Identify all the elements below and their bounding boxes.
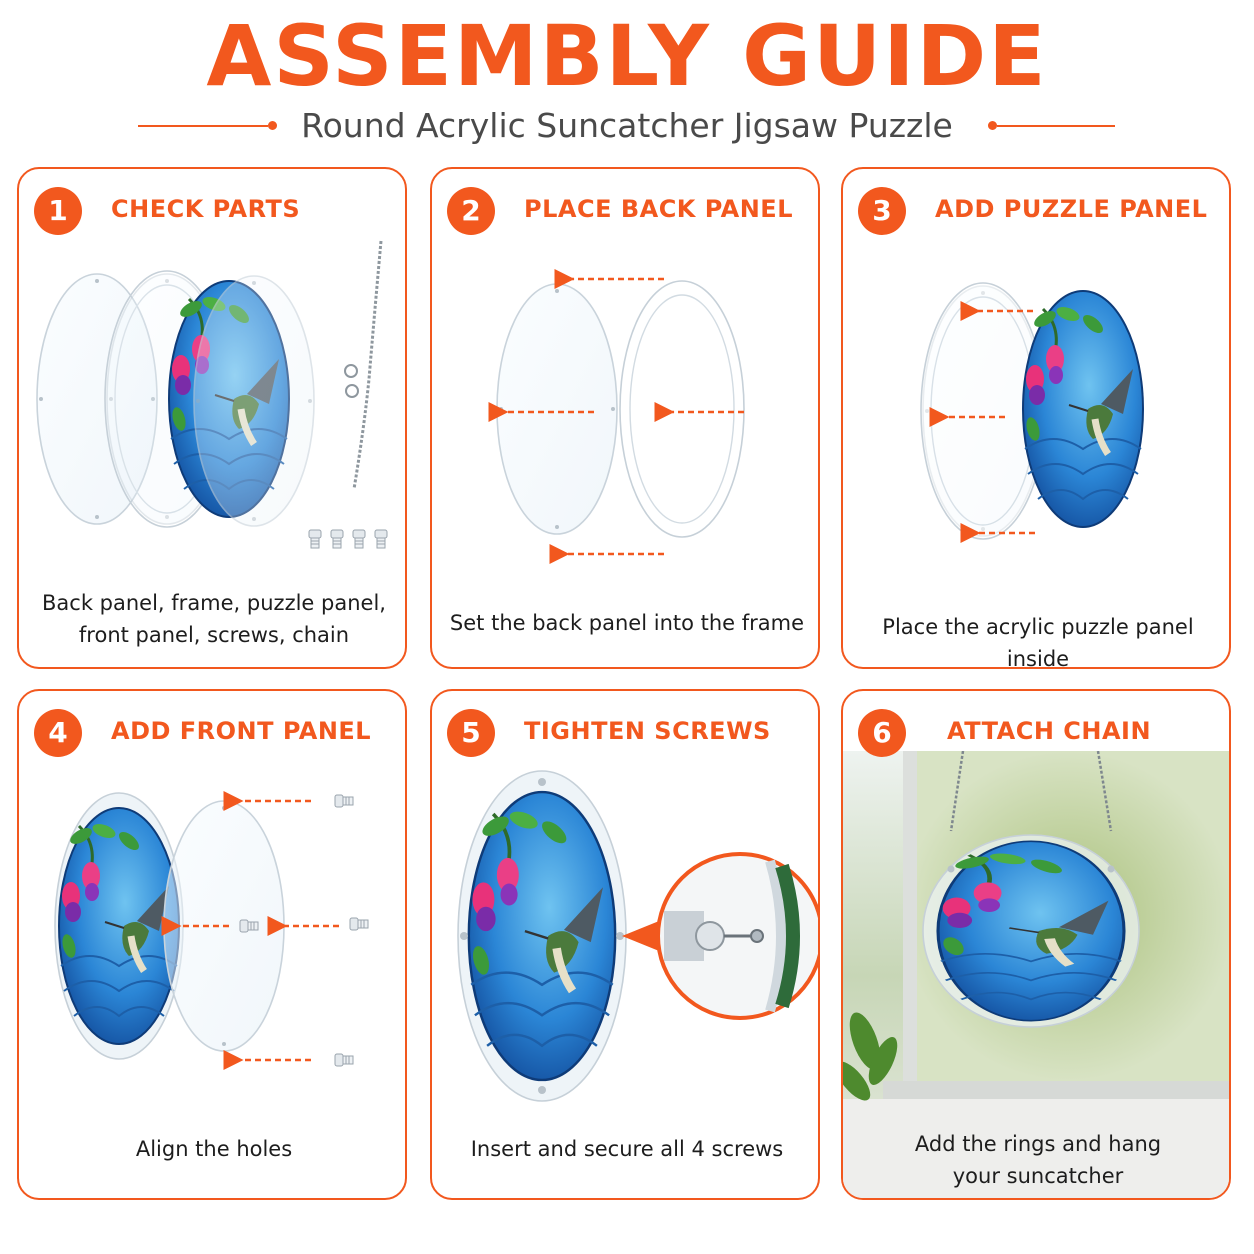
step-title: PLACE BACK PANEL (524, 195, 793, 223)
step-card-4: 4 ADD FRONT PANEL Align the holes (17, 689, 407, 1200)
subtitle-dot-right (988, 121, 997, 130)
step-title: ATTACH CHAIN (947, 717, 1152, 745)
chain-icon (344, 240, 383, 490)
step-caption-line1: Set the back panel into the frame (449, 611, 805, 635)
subtitle-row: Round Acrylic Suncatcher Jigsaw Puzzle (0, 104, 1254, 148)
plant-icon (843, 1012, 898, 1101)
screws-illustration (457, 770, 818, 1102)
subtitle-divider-right (997, 125, 1115, 127)
arrow-left-icon (929, 301, 1035, 543)
step-title: TIGHTEN SCREWS (524, 717, 771, 745)
frame-icon (619, 280, 745, 538)
page-subtitle: Round Acrylic Suncatcher Jigsaw Puzzle (301, 106, 953, 145)
page-title: ASSEMBLY GUIDE (206, 7, 1048, 105)
front-panel-icon (193, 275, 315, 527)
step-caption-line1: Back panel, frame, puzzle panel, (42, 591, 386, 615)
step-number-badge: 5 (447, 709, 495, 757)
subtitle-dot-left (268, 121, 277, 130)
step-number-badge: 1 (34, 187, 82, 235)
step-caption-line1: Place the acrylic puzzle panel inside (882, 615, 1194, 669)
parts-illustration (36, 240, 388, 549)
puzzle-panel-illustration (920, 282, 1231, 543)
screws-icon (308, 529, 388, 549)
step-title: ADD PUZZLE PANEL (935, 195, 1208, 223)
window-icon (843, 751, 1229, 1198)
step-card-1: 1 CHECK PARTS Back panel, frame, puzzle … (17, 167, 407, 669)
step-caption-line2: front panel, screws, chain (78, 623, 350, 647)
step-title: CHECK PARTS (111, 195, 301, 223)
assembled-suncatcher-icon (457, 770, 627, 1102)
magnified-screw-icon (656, 852, 818, 1020)
step-number-badge: 3 (858, 187, 906, 235)
step-card-2: 2 PLACE BACK PANEL Set the back panel in… (430, 167, 820, 669)
step-number-badge: 4 (34, 709, 82, 757)
arrow-left-icon (488, 269, 744, 564)
step-number-badge: 6 (858, 709, 906, 757)
subtitle-divider-left (138, 125, 268, 127)
step-caption-line1: Align the holes (135, 1137, 293, 1161)
step-caption-line1: Insert and secure all 4 screws (470, 1137, 784, 1161)
step-card-3: 3 ADD PUZZLE PANEL Place the acrylic puz… (841, 167, 1231, 669)
puzzle-panel-icon (1023, 291, 1143, 527)
step-title: ADD FRONT PANEL (111, 717, 372, 745)
step-caption-line2: your suncatcher (952, 1164, 1124, 1188)
step-card-5: 5 TIGHTEN SCREWS Insert and secure all 4… (430, 689, 820, 1200)
back-panel-icon (496, 283, 618, 535)
step-number-badge: 2 (447, 187, 495, 235)
step-caption-line1: Add the rings and hang (914, 1132, 1162, 1156)
arrow-left-icon (161, 791, 339, 1070)
back-panel-illustration (488, 269, 745, 564)
chain-icon (949, 751, 1113, 832)
step-card-6: 6 ATTACH CHAIN Add the rings and hang yo… (841, 689, 1231, 1200)
front-panel-illustration (54, 791, 369, 1070)
hanging-suncatcher-icon (922, 834, 1140, 1028)
